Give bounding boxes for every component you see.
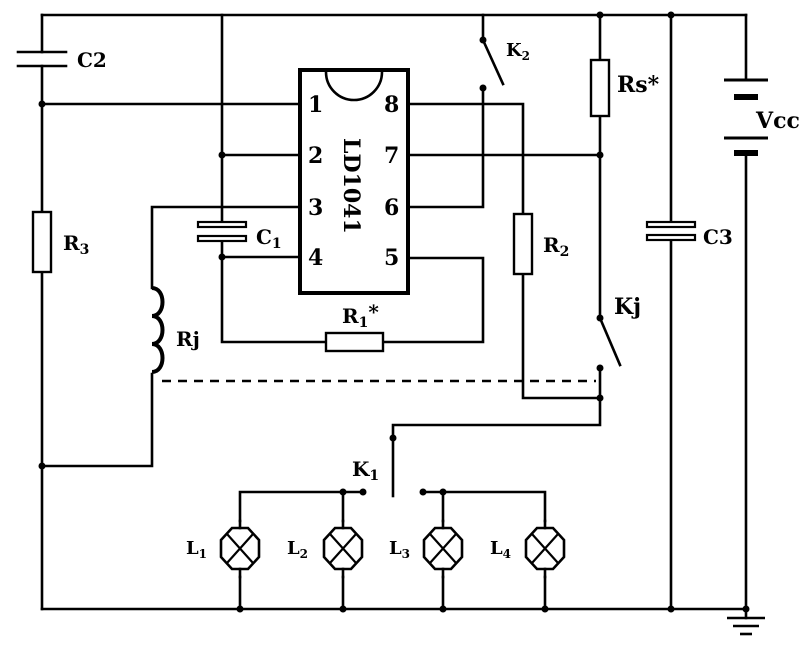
label-c1: C1 [256, 225, 282, 252]
label-rs: Rs* [617, 72, 660, 98]
label-l2: L2 [287, 538, 308, 561]
capacitor-c1: C1 [196, 220, 282, 252]
resistor-r3: R3 [31, 210, 89, 274]
junctions [38, 11, 750, 613]
switch-k2: K2 [479, 36, 530, 92]
label-k1: K1 [352, 457, 379, 484]
wires [40, 13, 748, 620]
ic-ld1041: LD1041 1 2 3 4 8 7 6 5 [298, 68, 410, 295]
switch-k1: K1 [352, 434, 427, 498]
lamp-l1: L1 [186, 519, 261, 579]
pin-4: 4 [308, 245, 323, 271]
label-l3: L3 [389, 538, 410, 561]
label-l1: L1 [186, 538, 207, 561]
resistor-r1: R1* [324, 300, 385, 353]
battery-vcc: Vcc [724, 78, 800, 156]
lamp-l4: L4 [490, 519, 566, 579]
relay-coil-rj: Rj [151, 286, 200, 374]
pin-2: 2 [308, 143, 323, 169]
pin-6: 6 [384, 195, 399, 221]
label-r2: R2 [543, 233, 569, 260]
lamp-l2: L2 [287, 519, 364, 579]
capacitor-c3: C3 [645, 220, 733, 249]
label-rj: Rj [176, 327, 200, 351]
label-l4: L4 [490, 538, 511, 561]
pin-5: 5 [384, 245, 399, 271]
pin-1: 1 [308, 92, 323, 118]
label-kj: Kj [614, 294, 641, 320]
resistor-r2: R2 [512, 212, 569, 276]
label-vcc: Vcc [755, 108, 800, 134]
resistor-rs: Rs* [589, 58, 660, 118]
capacitor-c2: C2 [16, 48, 107, 72]
ic-name: LD1041 [338, 138, 364, 234]
pin-8: 8 [384, 92, 399, 118]
pin-3: 3 [308, 195, 323, 221]
lamp-l3: L3 [389, 519, 464, 579]
switch-kj: Kj [596, 294, 641, 372]
label-r1: R1* [342, 300, 379, 331]
label-c3: C3 [703, 225, 733, 249]
pin-7: 7 [384, 143, 399, 169]
label-c2: C2 [77, 48, 107, 72]
ground-icon [727, 616, 765, 636]
label-r3: R3 [63, 231, 89, 258]
label-k2: K2 [506, 40, 530, 63]
